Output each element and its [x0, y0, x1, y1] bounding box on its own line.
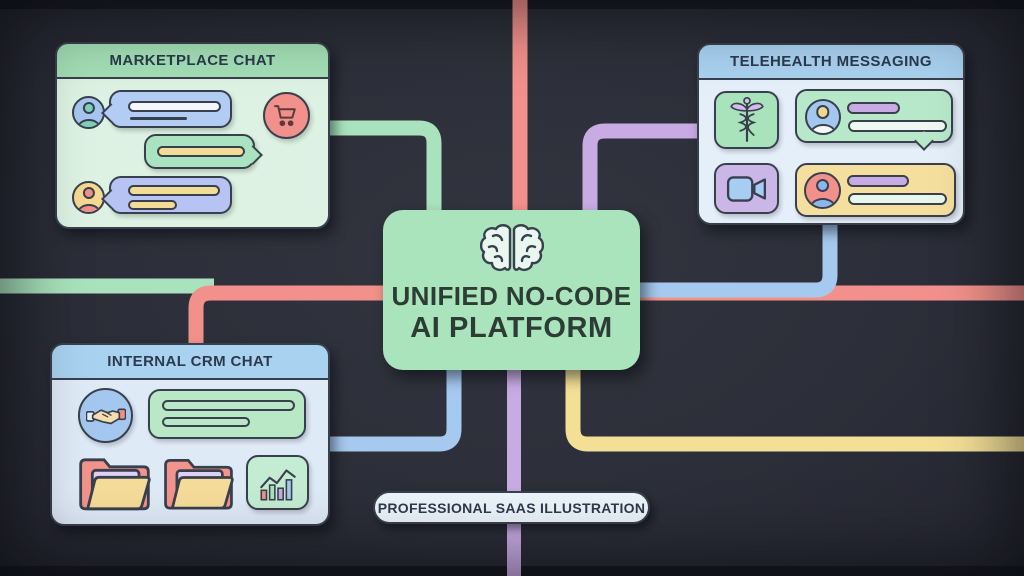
text-line-placeholder [848, 193, 947, 205]
internal-crm-chat-panel: INTERNAL CRM CHAT [50, 343, 330, 526]
caption-badge: PROFESSIONAL SAAS ILLUSTRATION [373, 491, 650, 524]
text-line-placeholder [128, 101, 221, 112]
text-line-placeholder [128, 200, 177, 210]
crm-panel-title: INTERNAL CRM CHAT [107, 353, 273, 370]
video-camera-icon [726, 175, 766, 202]
marketplace-chat-panel: MARKETPLACE CHAT [55, 42, 330, 229]
text-line-placeholder [848, 120, 947, 132]
connector-yellow-elbow [565, 366, 1024, 452]
connector-green-elbow [330, 120, 442, 214]
platform-title-line1: UNIFIED NO-CODE [391, 281, 632, 311]
text-line-placeholder [162, 417, 250, 427]
chat-bubble [109, 176, 232, 214]
caduceus-tile [714, 91, 779, 149]
crm-panel-header: INTERNAL CRM CHAT [50, 343, 330, 380]
connector-purple-elbow [582, 123, 697, 214]
telehealth-panel-title: TELEHEALTH MESSAGING [730, 53, 932, 70]
telehealth-messaging-panel: TELEHEALTH MESSAGING [697, 43, 965, 225]
shopping-cart-icon [274, 105, 296, 127]
text-line-placeholder [847, 175, 909, 187]
user-avatar-icon [72, 181, 105, 214]
user-avatar-icon [804, 172, 841, 209]
brain-icon [479, 223, 544, 275]
telehealth-panel-header: TELEHEALTH MESSAGING [697, 43, 965, 80]
marketplace-panel-title: MARKETPLACE CHAT [109, 52, 276, 69]
connector-red-horizontal [188, 285, 1024, 346]
text-line-placeholder [157, 146, 245, 157]
chat-bubble [144, 134, 255, 169]
caduceus-icon [729, 97, 764, 142]
handshake-icon [85, 408, 126, 424]
caption-badge-label: PROFESSIONAL SAAS ILLUSTRATION [377, 499, 646, 516]
top-edge-strip [0, 0, 1024, 9]
text-line-placeholder [130, 117, 187, 120]
chat-bubble [109, 90, 232, 128]
text-line-placeholder [128, 185, 220, 196]
marketplace-panel-header: MARKETPLACE CHAT [55, 42, 330, 79]
chat-bubble [795, 89, 953, 143]
handshake-badge [78, 388, 133, 443]
unified-platform-card: UNIFIED NO-CODE AI PLATFORM [383, 210, 640, 370]
bar-chart-icon [259, 468, 296, 501]
folder-icon [164, 459, 234, 510]
connector-blue-right-elbow [638, 224, 838, 298]
message-box [148, 389, 306, 439]
platform-title-line2: AI PLATFORM [410, 312, 613, 344]
text-line-placeholder [847, 102, 900, 114]
video-call-tile [714, 163, 779, 214]
folder-icon [79, 458, 151, 511]
connector-blue-bottom-elbow [328, 366, 462, 452]
analytics-tile [246, 455, 309, 510]
text-line-placeholder [162, 400, 295, 411]
contact-card [795, 163, 956, 217]
shopping-cart-badge [263, 92, 310, 139]
user-avatar-icon [805, 99, 841, 135]
